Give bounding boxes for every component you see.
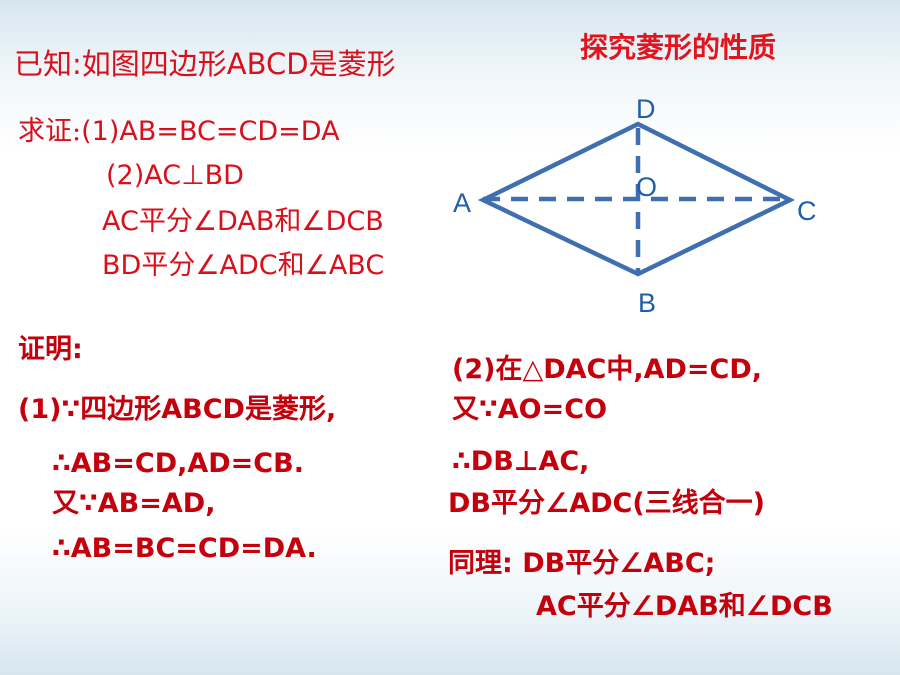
proof-part2-line6: AC平分∠DAB和∠DCB [536,591,833,622]
prove-line-1: 求证:(1)AB=BC=CD=DA [18,118,340,145]
vertex-label-c: C [797,196,817,226]
proof-part2-line2: 又∵AO=CO [452,394,608,425]
prove-label: 求证: [18,116,82,147]
prove-item-3: AC平分∠DAB和∠DCB [102,206,384,237]
rhombus-outline [477,121,796,277]
proof-part2-line5: 同理: DB平分∠ABC; [448,548,716,579]
proof-part1-line3: 又∵AB=AD, [52,488,216,519]
vertex-label-b: B [638,288,656,318]
proof-part1-line2: ∴AB=CD,AD=CB. [52,448,304,479]
vertex-label-o: O [636,172,657,202]
proof-part2-line3: ∴DB⊥AC, [452,446,590,477]
proof-part2-line1: (2)在△DAC中,AD=CD, [452,354,763,385]
proof-title: 证明: [18,334,83,365]
proof-part2-line4: DB平分∠ADC(三线合一) [448,488,765,519]
vertex-label-a: A [453,188,471,218]
topic-title: 探究菱形的性质 [580,31,777,64]
prove-item-1: (1)AB=BC=CD=DA [81,116,340,147]
given-statement: 已知:如图四边形ABCD是菱形 [14,47,396,81]
proof-part1-line1: (1)∵四边形ABCD是菱形, [18,394,337,425]
proof-part1-line4: ∴AB=BC=CD=DA. [52,533,317,564]
vertex-label-d: D [636,94,656,124]
prove-item-2: (2)AC⊥BD [106,160,244,191]
prove-item-4: BD平分∠ADC和∠ABC [102,250,385,281]
